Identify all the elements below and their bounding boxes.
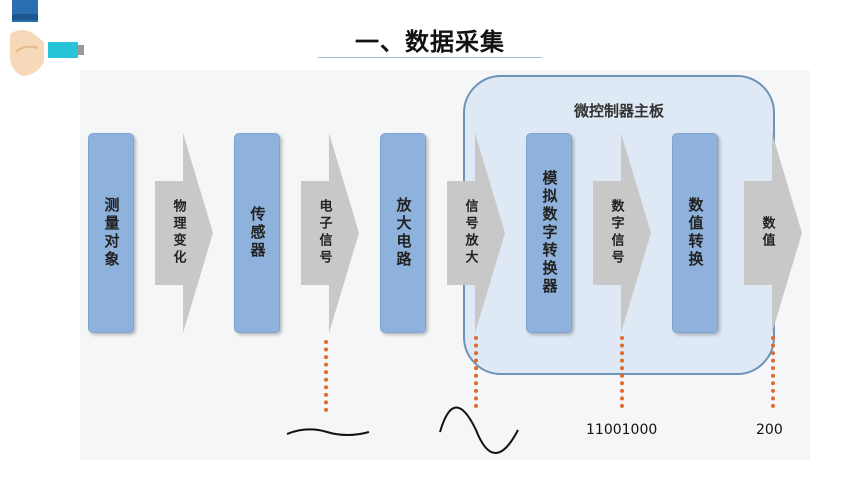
arrow-electronic-signal: 电子信号: [301, 133, 359, 333]
arrow-signal-amplification: 信号放大: [447, 133, 505, 333]
block-value-conversion: 数值转换: [672, 133, 718, 333]
arrow-value: 数值: [744, 133, 802, 333]
arrow-label: 电子信号: [316, 199, 332, 267]
block-label: 放大电路: [394, 197, 413, 269]
block-label: 测量对象: [102, 197, 121, 269]
arrow-label: 信号放大: [462, 199, 478, 267]
panel-title: 微控制器主板: [573, 102, 664, 120]
arrow-label: 数值: [759, 216, 775, 250]
block-amplifier-circuit: 放大电路: [380, 133, 426, 333]
block-adc: 模拟数字转换器: [526, 133, 572, 333]
dotted-line-value: [771, 336, 779, 408]
binary-output-value: 11001000: [586, 422, 658, 438]
arrow-physical-change: 物理变化: [155, 133, 213, 333]
arrow-label: 物理变化: [170, 199, 186, 267]
title-underline: [318, 57, 542, 58]
decimal-output-value: 200: [756, 422, 783, 438]
block-label: 模拟数字转换器: [540, 170, 559, 296]
dotted-line-digital-signal: [620, 336, 628, 408]
dotted-line-amplified-signal: [474, 336, 482, 408]
small-wave-icon: [286, 428, 370, 436]
arrow-digital-signal: 数字信号: [593, 133, 651, 333]
amplified-wave-icon: [439, 406, 519, 454]
dotted-line-electronic-signal: [324, 340, 332, 412]
usb-logo-icon: [8, 0, 88, 84]
block-label: 数值转换: [686, 197, 705, 269]
block-label: 传感器: [248, 206, 267, 260]
arrow-label: 数字信号: [608, 199, 624, 267]
block-sensor: 传感器: [234, 133, 280, 333]
block-measured-object: 测量对象: [88, 133, 134, 333]
page-title: 一、数据采集: [355, 28, 505, 56]
